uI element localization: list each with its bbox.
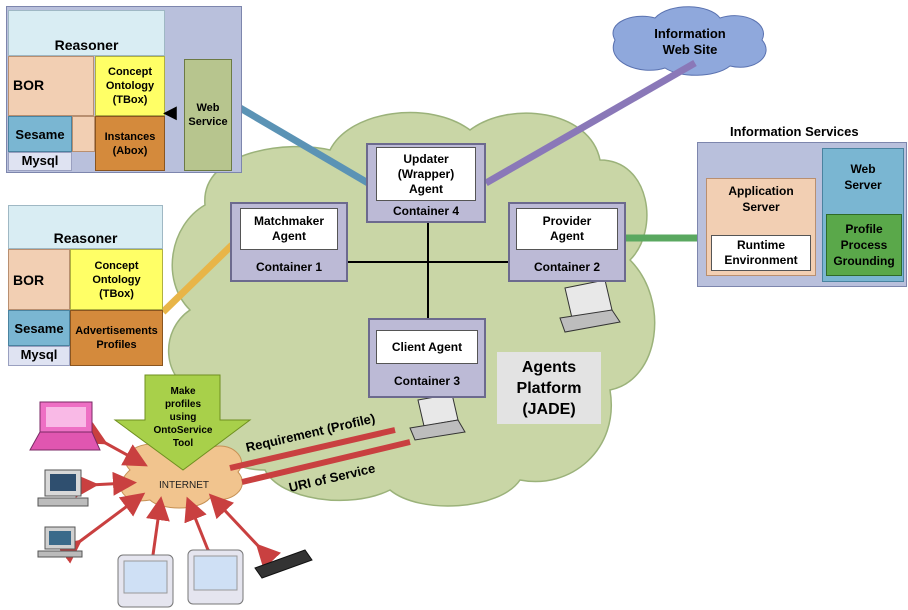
bor-lower-fill-top	[72, 116, 95, 152]
internet-link-laptop-pink	[81, 422, 148, 467]
pda-device-icon-1	[117, 554, 174, 608]
container-3-label: Container 3	[393, 374, 460, 388]
web-service-arrow-icon: ◀	[163, 102, 177, 122]
mobile-phone-icon	[254, 549, 313, 579]
mysql-box-top: Mysql	[8, 152, 72, 171]
requirement-arrow	[229, 427, 396, 471]
bor-box-top: BOR	[8, 56, 94, 116]
reasoner-title-bottom: Reasoner	[8, 205, 163, 249]
updater-agent-box: Updater(Wrapper)Agent	[376, 147, 476, 201]
internet-link-workstation	[55, 492, 146, 564]
make-profiles-arrow	[113, 374, 252, 471]
client-agent-box: Client Agent	[376, 330, 478, 364]
container-1-label: Container 1	[255, 260, 322, 274]
internet-link-phone	[208, 493, 282, 570]
pda-device-icon-2	[187, 549, 244, 605]
internet-link-desktop	[74, 471, 137, 498]
reasoner-to-matchmaker-connector	[160, 242, 235, 315]
container-4-label: Container 4	[392, 204, 459, 218]
updater-to-website-connector	[484, 59, 697, 187]
information-services-title: Information Services	[730, 124, 859, 139]
uri-of-service-arrow	[241, 439, 411, 485]
mysql-box-bottom: Mysql	[8, 346, 70, 366]
internet-label: INTERNET	[159, 480, 209, 491]
bor-box-bottom: BOR	[8, 249, 70, 310]
laptop-pink-icon	[29, 401, 101, 451]
laptop-provider-icon	[559, 279, 621, 333]
internet-link-pda-2	[184, 496, 227, 574]
instances-box-top: Instances(Abox)	[95, 116, 165, 171]
information-web-site-cloud	[612, 6, 767, 76]
container-2-label: Container 2	[533, 260, 600, 274]
sesame-box-top: Sesame	[8, 116, 72, 152]
desktop-computer-icon	[37, 469, 89, 507]
workstation-icon	[37, 526, 83, 558]
laptop-client-icon	[409, 393, 466, 441]
internet-link-pda-1	[138, 496, 170, 579]
reasoner-to-updater-connector	[233, 101, 370, 187]
sesame-box-bottom: Sesame	[8, 310, 70, 346]
reasoner-title-top: Reasoner	[8, 10, 165, 56]
